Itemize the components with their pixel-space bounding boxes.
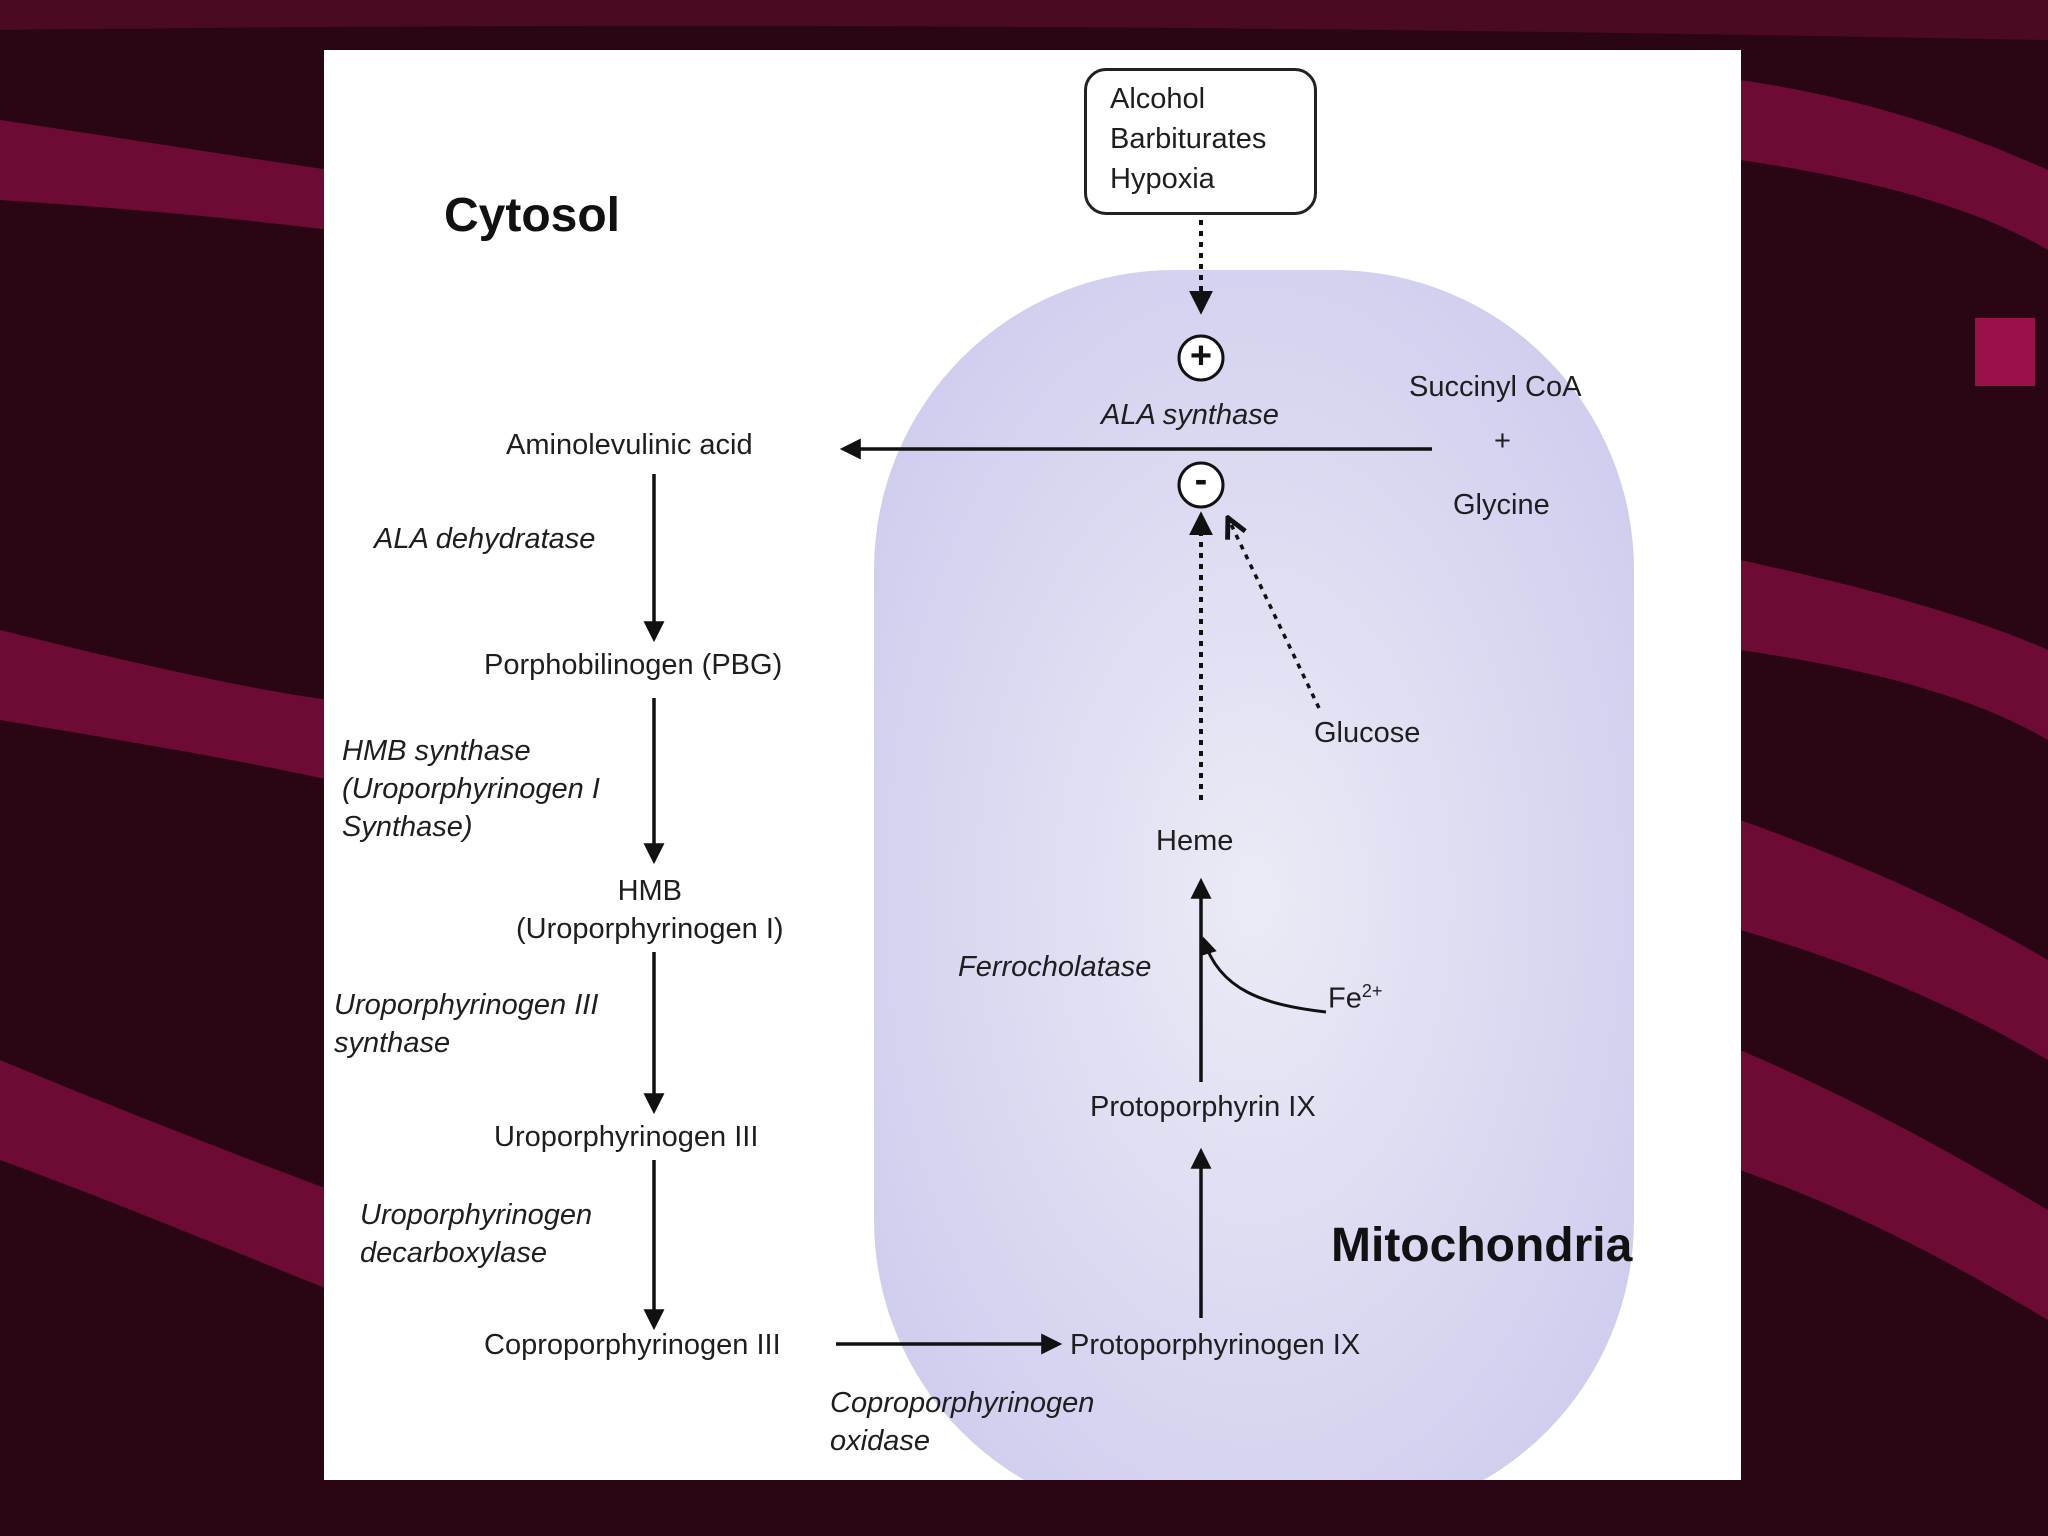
- iron-charge: 2+: [1361, 981, 1383, 1001]
- diagram-panel: Cytosol Mitochondria Alcohol Barbiturate…: [324, 50, 1741, 1480]
- activation-circle: [1177, 334, 1225, 382]
- mitochondria-compartment: [874, 270, 1634, 1480]
- succinyl-coa-label: Succinyl CoA: [1409, 371, 1582, 403]
- inducer-hypoxia: Hypoxia: [1110, 163, 1215, 195]
- glycine-label: Glycine: [1453, 489, 1550, 521]
- enzyme-ferrochelatase: Ferrocholatase: [958, 951, 1152, 983]
- enzyme-ala-dehydratase: ALA dehydratase: [374, 523, 596, 555]
- metabolite-proto9: Protoporphyrin IX: [1090, 1091, 1316, 1123]
- combine-plus-label: +: [1494, 425, 1511, 457]
- metabolite-protogen9: Protoporphyrinogen IX: [1070, 1329, 1361, 1361]
- iron-incorporation-arrow: [1199, 936, 1327, 1014]
- inducers-box: [1084, 68, 1317, 215]
- metabolite-copro3: Coproporphyrinogen III: [484, 1329, 781, 1361]
- metabolite-pbg: Porphobilinogen (PBG): [484, 649, 783, 681]
- pathway-diagram: [643, 220, 1634, 1480]
- inducer-alcohol: Alcohol: [1110, 83, 1206, 115]
- minus-symbol: -: [1194, 459, 1208, 501]
- metabolite-ala: Aminolevulinic acid: [506, 429, 753, 461]
- iron-symbol: Fe: [1328, 982, 1362, 1015]
- enzyme-hmb-synthase: HMB synthase (Uroporphyrinogen I Synthas…: [342, 735, 600, 843]
- cytosol-label: Cytosol: [444, 189, 621, 242]
- metabolite-uro3: Uroporphyrinogen III: [494, 1121, 759, 1153]
- metabolite-heme: Heme: [1156, 825, 1234, 857]
- mitochondria-label: Mitochondria: [1331, 1219, 1633, 1272]
- inducer-barbiturates: Barbiturates: [1110, 123, 1267, 155]
- inhibition-circle: [1177, 461, 1225, 509]
- plus-symbol: +: [1189, 335, 1213, 377]
- metabolite-glucose: Glucose: [1314, 717, 1421, 749]
- enzyme-ala-synthase: ALA synthase: [1101, 399, 1279, 431]
- metabolite-hmb: HMB (Uroporphyrinogen I): [516, 875, 784, 945]
- enzyme-copro-oxidase: Coproporphyrinogen oxidase: [830, 1387, 1095, 1457]
- iron-label: Fe2+: [1328, 972, 1382, 1018]
- glucose-feedback-arrow: [1229, 520, 1321, 709]
- enzyme-uro3-synthase: Uroporphyrinogen III synthase: [334, 989, 599, 1059]
- enzyme-uro-decarboxylase: Uroporphyrinogen decarboxylase: [360, 1199, 593, 1269]
